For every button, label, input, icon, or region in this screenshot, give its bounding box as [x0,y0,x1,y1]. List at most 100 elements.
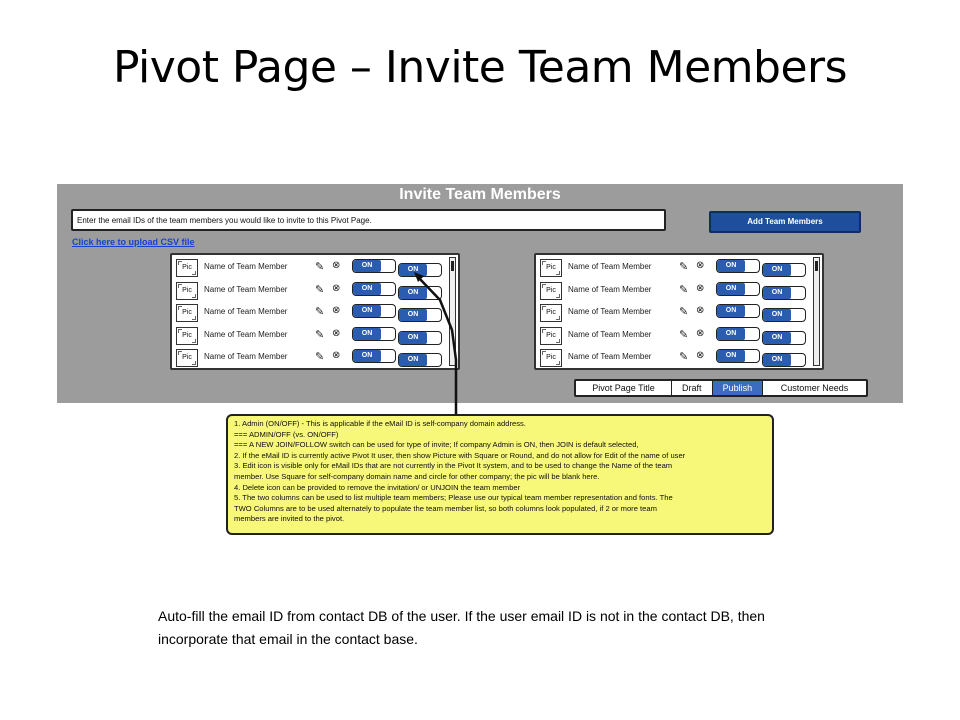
switch-on-label: ON [763,331,791,344]
join-switch[interactable]: ON [398,263,442,277]
circle-x-icon[interactable]: ⊗ [696,327,705,339]
member-pic: Pic [176,349,198,367]
circle-x-icon[interactable]: ⊗ [332,350,341,361]
circle-x-icon[interactable]: ⊗ [696,350,705,361]
pencil-icon[interactable]: ✎ [679,328,689,341]
note-line: === A NEW JOIN/FOLLOW switch can be used… [234,440,639,450]
pencil-icon[interactable]: ✎ [679,261,689,273]
admin-switch[interactable]: ON [352,326,396,341]
circle-x-icon[interactable]: ⊗ [696,282,705,294]
switch-on-label: ON [399,286,427,299]
scrollbar[interactable] [813,257,820,366]
pencil-icon[interactable]: ✎ [679,283,689,296]
note-line: member. Use Square for self-company doma… [234,471,600,481]
join-switch[interactable]: ON [398,330,442,345]
member-pic: Pic [176,326,198,345]
member-name: Name of Team Member [568,352,652,361]
switch-on-label: ON [763,354,791,366]
member-pic: Pic [176,259,198,277]
tab-publish[interactable]: Publish [712,381,764,395]
admin-switch[interactable]: ON [716,281,760,296]
switch-on-label: ON [763,286,791,299]
member-name: Name of Team Member [204,329,288,339]
switch-on-label: ON [763,309,791,321]
scrollbar[interactable] [449,257,456,366]
member-name: Name of Team Member [568,284,652,294]
join-switch[interactable]: ON [762,263,806,277]
switch-on-label: ON [353,350,381,362]
member-name: Name of Team Member [204,284,288,294]
tab-customer-needs[interactable]: Customer Needs [780,383,849,393]
scrollbar-thumb[interactable] [815,261,818,271]
circle-x-icon[interactable]: ⊗ [332,305,341,316]
admin-switch[interactable]: ON [716,326,760,341]
join-switch[interactable]: ON [762,285,806,300]
switch-on-label: ON [717,327,745,340]
note-line: 1. Admin (ON/OFF) - This is applicable i… [234,419,526,428]
member-pic: Pic [540,349,562,367]
note-line: === ADMIN/OFF (vs. ON/OFF) [234,429,339,439]
switch-on-label: ON [763,264,791,276]
note-line: 3. Edit icon is visible only for eMail I… [234,461,673,471]
join-switch[interactable]: ON [398,285,442,300]
join-switch[interactable]: ON [398,353,442,367]
pencil-icon[interactable]: ✎ [679,306,689,318]
circle-x-icon[interactable]: ⊗ [332,260,341,271]
join-switch[interactable]: ON [762,308,806,322]
circle-x-icon[interactable]: ⊗ [332,282,341,294]
admin-switch[interactable]: ON [352,259,396,273]
switch-on-label: ON [717,350,745,362]
join-switch[interactable]: ON [762,353,806,367]
join-switch[interactable]: ON [398,308,442,322]
admin-switch[interactable]: ON [716,259,760,273]
admin-switch[interactable]: ON [716,304,760,318]
pencil-icon[interactable]: ✎ [315,283,325,296]
switch-on-label: ON [353,282,381,295]
switch-on-label: ON [717,305,745,317]
slide-title: Pivot Page – Invite Team Members [112,42,848,93]
slide-footer-text: Auto-fill the email ID from contact DB o… [158,608,765,647]
join-switch[interactable]: ON [762,330,806,345]
member-pic: Pic [540,281,562,300]
member-name: Name of Team Member [204,307,288,316]
admin-switch[interactable]: ON [352,281,396,296]
member-name: Name of Team Member [204,352,288,361]
admin-switch[interactable]: ON [716,349,760,363]
pencil-icon[interactable]: ✎ [315,261,325,273]
switch-on-label: ON [399,354,427,366]
email-input[interactable]: Enter the email IDs of the team members … [71,209,666,231]
switch-on-label: ON [353,260,381,272]
pencil-icon[interactable]: ✎ [315,351,325,363]
switch-on-label: ON [353,305,381,317]
switch-on-label: ON [399,264,427,276]
tab-draft[interactable]: Draft [672,381,713,395]
circle-x-icon[interactable]: ⊗ [696,260,705,271]
note-line: 4. Delete icon can be provided to remove… [234,482,521,492]
switch-on-label: ON [717,282,745,295]
tab-pivot-page-title[interactable]: Pivot Page Title [576,381,672,395]
admin-switch[interactable]: ON [352,304,396,318]
member-pic: Pic [540,326,562,345]
member-row: Pic Name of Team Member ✎ ⊗ ON ON [536,302,816,324]
add-team-members-button[interactable]: Add Team Members [709,211,861,233]
pencil-icon[interactable]: ✎ [315,328,325,341]
circle-x-icon[interactable]: ⊗ [696,305,705,316]
note-line: 2. If the eMail ID is currently active P… [234,450,686,460]
mockup-title: Invite Team Members [399,186,561,203]
scrollbar-thumb[interactable] [451,261,454,271]
member-pic: Pic [540,259,562,277]
upload-csv-link[interactable]: Click here to upload CSV file [72,237,195,247]
member-name: Name of Team Member [568,262,652,271]
pencil-icon[interactable]: ✎ [679,351,689,363]
pencil-icon[interactable]: ✎ [315,306,325,318]
member-name: Name of Team Member [568,307,652,316]
member-pic: Pic [540,304,562,322]
circle-x-icon[interactable]: ⊗ [332,327,341,339]
note-line: 5. The two columns can be used to list m… [234,493,673,503]
admin-switch[interactable]: ON [352,349,396,363]
